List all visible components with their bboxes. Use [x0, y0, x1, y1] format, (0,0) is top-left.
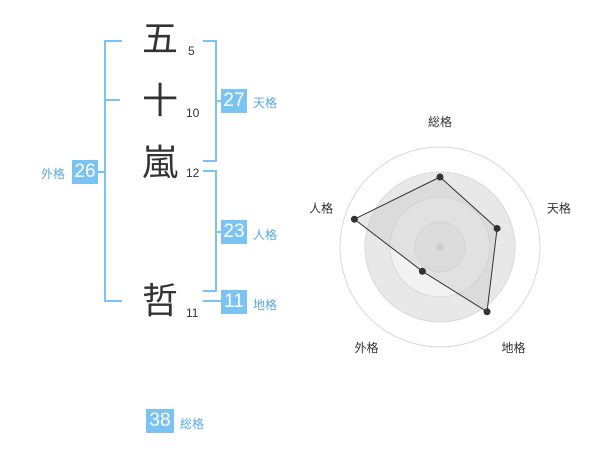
- soukaku-value: 38: [146, 409, 174, 433]
- radar-label-3: 地格: [501, 340, 525, 355]
- name-char-4: 哲: [142, 281, 179, 322]
- stroke-count-4: 11: [186, 306, 199, 320]
- stroke-count-2: 10: [186, 106, 200, 120]
- radar-point-4: [418, 267, 426, 275]
- name-char-2: 十: [142, 81, 179, 122]
- jinkaku-bracket: [203, 170, 217, 292]
- gaikaku-bracket: [104, 40, 122, 302]
- radar-label-2: 天格: [547, 200, 571, 215]
- tenkaku-bracket: [203, 40, 217, 162]
- radar-center: [436, 243, 444, 251]
- stroke-count-3: 12: [186, 166, 200, 180]
- jinkaku-label: 人格: [253, 228, 278, 242]
- radar-polygon: [353, 176, 498, 313]
- radar-point-1: [436, 173, 444, 181]
- gaikaku-bracket-mid: [104, 99, 120, 101]
- stroke-count-1: 5: [188, 44, 195, 58]
- gaikaku-value: 26: [72, 160, 98, 184]
- chikaku-bracket-connector: [203, 300, 222, 302]
- chikaku-label: 地格: [253, 298, 278, 312]
- name-char-1: 五: [142, 19, 179, 60]
- tenkaku-label: 天格: [253, 96, 278, 110]
- radar-label-4: 外格: [354, 340, 378, 355]
- jinkaku-bracket-connector: [217, 231, 222, 233]
- gaikaku-label: 外格: [41, 167, 66, 181]
- name-char-3: 嵐: [142, 143, 179, 184]
- radar-label-1: 総格: [428, 114, 452, 129]
- radar-point-3: [483, 308, 491, 316]
- gaikaku-bracket-connector: [98, 171, 104, 173]
- tenkaku-value: 27: [221, 89, 247, 113]
- radar-point-2: [493, 224, 501, 232]
- radar-point-5: [350, 215, 358, 223]
- chikaku-value: 11: [221, 290, 247, 314]
- soukaku-label: 総格: [180, 417, 205, 431]
- radar-label-5: 人格: [309, 200, 333, 215]
- jinkaku-value: 23: [221, 220, 247, 244]
- tenkaku-bracket-connector: [217, 100, 222, 102]
